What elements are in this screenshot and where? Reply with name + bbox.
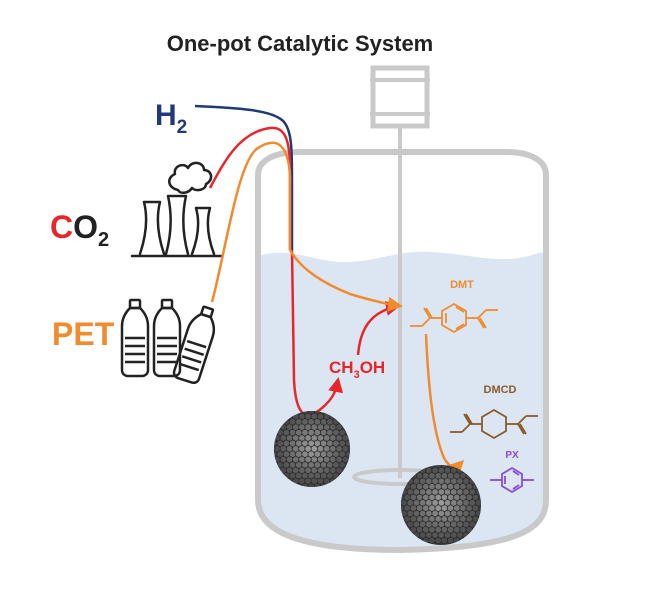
co2-to-methanol-arrow [290,249,344,417]
pet-label: PET [52,316,115,352]
dmcd-label: DMCD [484,384,517,396]
co2-label: CO2 [50,209,109,251]
dmt-label: DMT [450,279,474,291]
catalyst-nanoparticle-icon [401,465,481,545]
px-label: PX [505,450,519,461]
px-structure [490,466,534,494]
dmt-structure [410,302,498,334]
methanol-label: CH3OH [329,358,385,381]
dmt-to-dmcd-arrow [424,333,465,476]
pet-feed-line [210,141,292,303]
h2-feed-line [194,104,294,250]
diagram-title: One-pot Catalytic System [167,31,434,56]
h2-label: H2 [155,99,187,138]
plastic-bottle-icon [120,298,216,385]
co2-feed-line [208,126,292,250]
pet-to-dmt-arrow [288,249,403,312]
reaction-vessel [255,149,549,554]
factory-smoke-icon [130,161,224,258]
catalyst-nanoparticle-icon [274,411,350,487]
dmcd-structure [450,408,538,440]
stirrer-icon [352,65,448,486]
